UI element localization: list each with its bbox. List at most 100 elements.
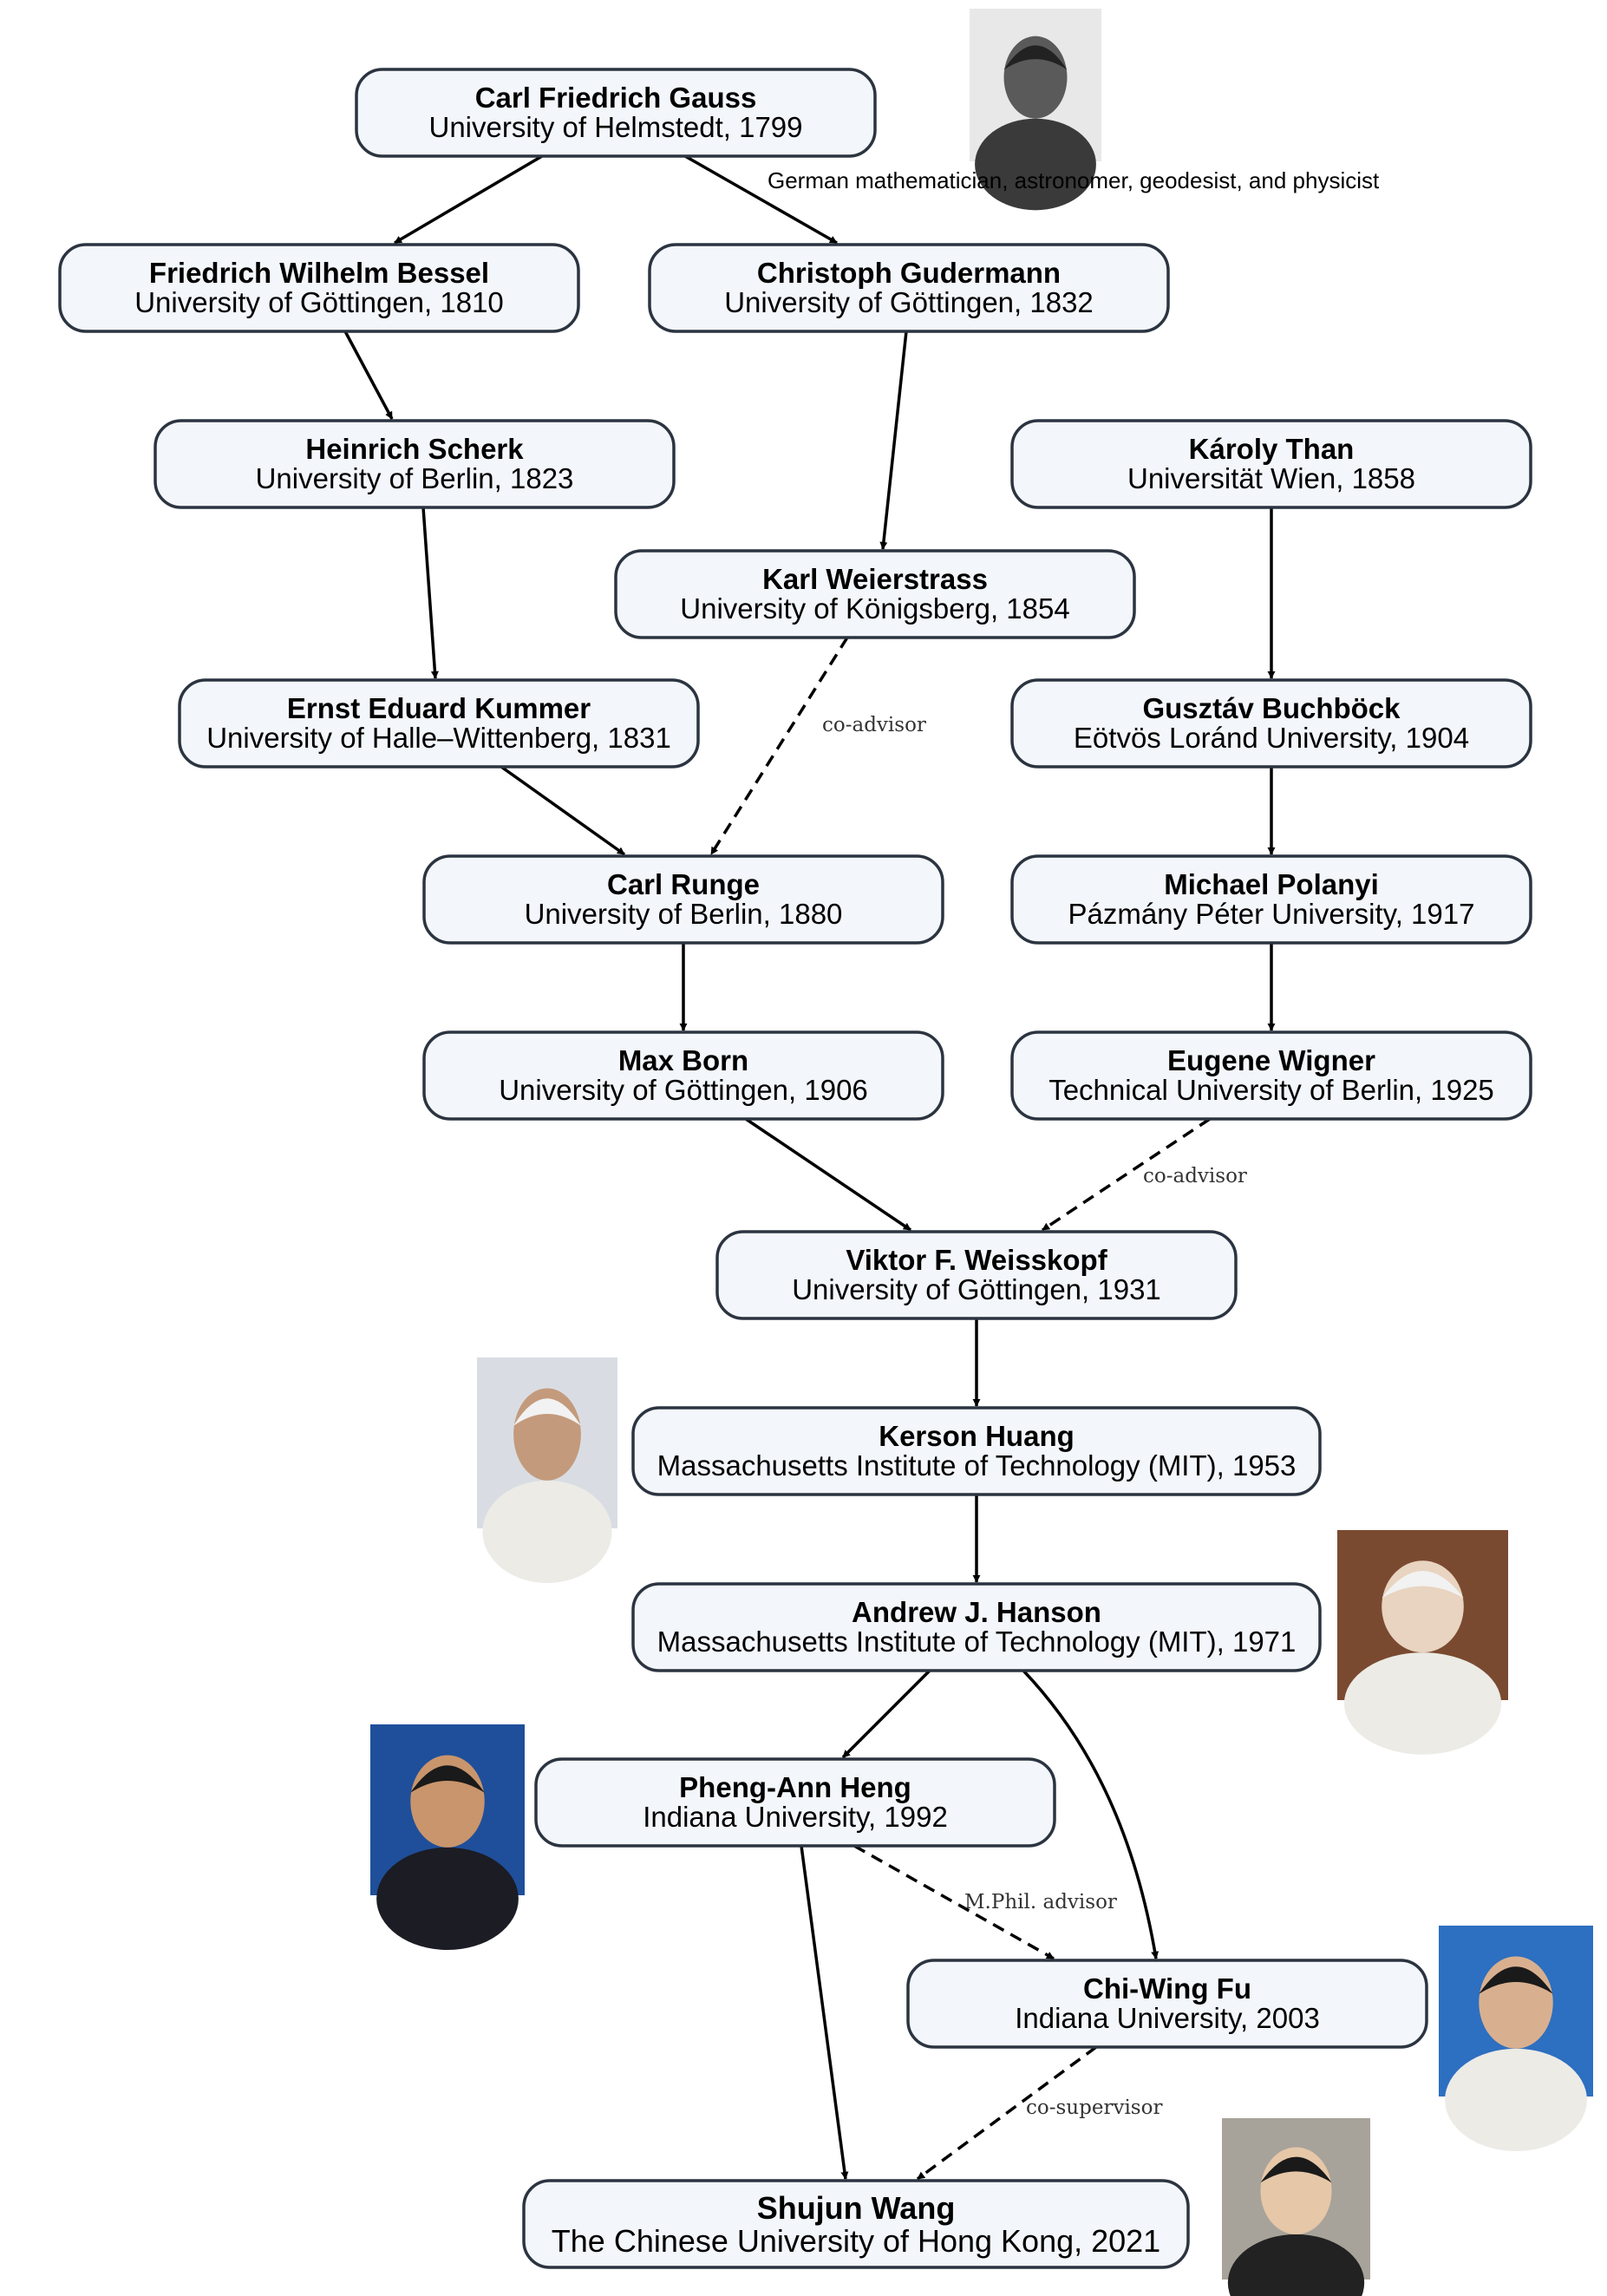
- photo-hair: [1479, 1966, 1553, 1994]
- photo-gauss-portrait-engraving-icon: [970, 9, 1101, 211]
- node-name: Viktor F. Weisskopf: [846, 1244, 1107, 1276]
- node-name: Shujun Wang: [757, 2190, 956, 2226]
- photo-fu-portrait-photo-icon: [1439, 1926, 1593, 2152]
- node-box: [631, 1582, 1322, 1672]
- node-box: [906, 1959, 1428, 2049]
- edge-bessel-to-scherk: [343, 330, 394, 420]
- edge-gauss-to-bessel: [394, 154, 543, 245]
- node-name: Max Born: [618, 1044, 748, 1076]
- node-box: [715, 1230, 1238, 1320]
- node-institution: University of Berlin, 1823: [256, 462, 574, 494]
- node-box: [1010, 678, 1532, 769]
- node-institution: Massachusetts Institute of Technology (M…: [657, 1449, 1297, 1482]
- gauss-description: German mathematician, astronomer, geodes…: [768, 167, 1380, 193]
- edge-label-weierstrass-to-runge: co-advisor: [822, 714, 926, 736]
- node-name: Pheng-Ann Heng: [679, 1771, 911, 1803]
- node-institution: The Chinese University of Hong Kong, 202…: [552, 2223, 1160, 2259]
- photo-shoulders: [1227, 2234, 1365, 2296]
- edge-fu-to-wang: [916, 2045, 1098, 2181]
- edge-heng-to-wang: [800, 1845, 849, 2180]
- photo-shoulders: [482, 1480, 612, 1584]
- node-box: [1010, 854, 1532, 945]
- node-institution: Eötvös Loránd University, 1904: [1074, 722, 1469, 754]
- edge-hanson-to-fu: [1022, 1669, 1160, 1959]
- edge-gauss-to-gudermann: [684, 154, 838, 245]
- node-name: Gusztáv Buchböck: [1142, 692, 1401, 724]
- photo-heng-portrait-photo-icon: [370, 1724, 525, 1951]
- photo-hanson-portrait-photo-icon: [1337, 1530, 1508, 1755]
- edge-born-to-weisskopf: [745, 1117, 911, 1232]
- node-box: [178, 678, 700, 769]
- photo-hair: [1382, 1571, 1464, 1599]
- node-box: [154, 419, 676, 509]
- node-box: [1010, 1030, 1532, 1121]
- node-name: Christoph Gudermann: [757, 257, 1061, 289]
- node-institution: University of Königsberg, 1854: [680, 592, 1069, 625]
- node-name: Heinrich Scherk: [305, 433, 524, 465]
- node-institution: University of Berlin, 1880: [525, 898, 843, 930]
- photo-hair: [513, 1398, 581, 1426]
- node-name: Friedrich Wilhelm Bessel: [149, 257, 489, 289]
- photo-hair: [1003, 45, 1068, 70]
- photo-hair: [410, 1765, 485, 1793]
- node-name: Carl Friedrich Gauss: [475, 82, 757, 114]
- photo-shoulders: [1343, 1652, 1502, 1755]
- edge-label-wigner-to-weisskopf: co-advisor: [1143, 1165, 1247, 1187]
- node-institution: Indiana University, 1992: [643, 1801, 948, 1833]
- node-institution: University of Göttingen, 1810: [134, 286, 504, 318]
- node-name: Karl Weierstrass: [762, 563, 988, 595]
- node-institution: Technical University of Berlin, 1925: [1048, 1074, 1494, 1106]
- node-box: [534, 1757, 1056, 1848]
- node-institution: Massachusetts Institute of Technology (M…: [657, 1626, 1297, 1658]
- edge-weierstrass-to-runge: [709, 637, 849, 855]
- node-box: [614, 549, 1136, 639]
- photo-shoulders: [975, 118, 1096, 211]
- edge-hanson-to-heng: [841, 1669, 931, 1759]
- edge-wigner-to-weisskopf: [1042, 1117, 1211, 1232]
- node-box: [422, 854, 944, 945]
- node-institution: University of Göttingen, 1832: [724, 286, 1094, 318]
- photo-wang-portrait-photo-icon: [1222, 2118, 1370, 2296]
- node-name: Michael Polanyi: [1164, 868, 1379, 900]
- node-institution: University of Göttingen, 1906: [499, 1074, 868, 1106]
- node-box: [58, 243, 580, 333]
- node-box: [1010, 419, 1532, 509]
- node-box: [355, 68, 877, 158]
- node-institution: University of Halle–Wittenberg, 1831: [206, 722, 671, 754]
- photo-shoulders: [376, 1847, 519, 1951]
- node-institution: University of Göttingen, 1931: [792, 1273, 1161, 1305]
- photo-hair: [1260, 2156, 1332, 2183]
- photo-shoulders: [1445, 2048, 1587, 2152]
- edge-label-heng-to-fu: M.Phil. advisor: [964, 1891, 1117, 1913]
- node-name: Eugene Wigner: [1167, 1044, 1375, 1076]
- photos-layer: [370, 9, 1593, 2296]
- node-box: [648, 243, 1170, 333]
- edge-heng-to-fu: [853, 1844, 1055, 1960]
- node-name: Andrew J. Hanson: [852, 1596, 1101, 1628]
- node-institution: Universität Wien, 1858: [1127, 462, 1415, 494]
- node-name: Kerson Huang: [879, 1420, 1075, 1452]
- node-institution: University of Helmstedt, 1799: [428, 111, 802, 143]
- node-name: Károly Than: [1189, 433, 1355, 465]
- node-name: Chi-Wing Fu: [1083, 1972, 1251, 2005]
